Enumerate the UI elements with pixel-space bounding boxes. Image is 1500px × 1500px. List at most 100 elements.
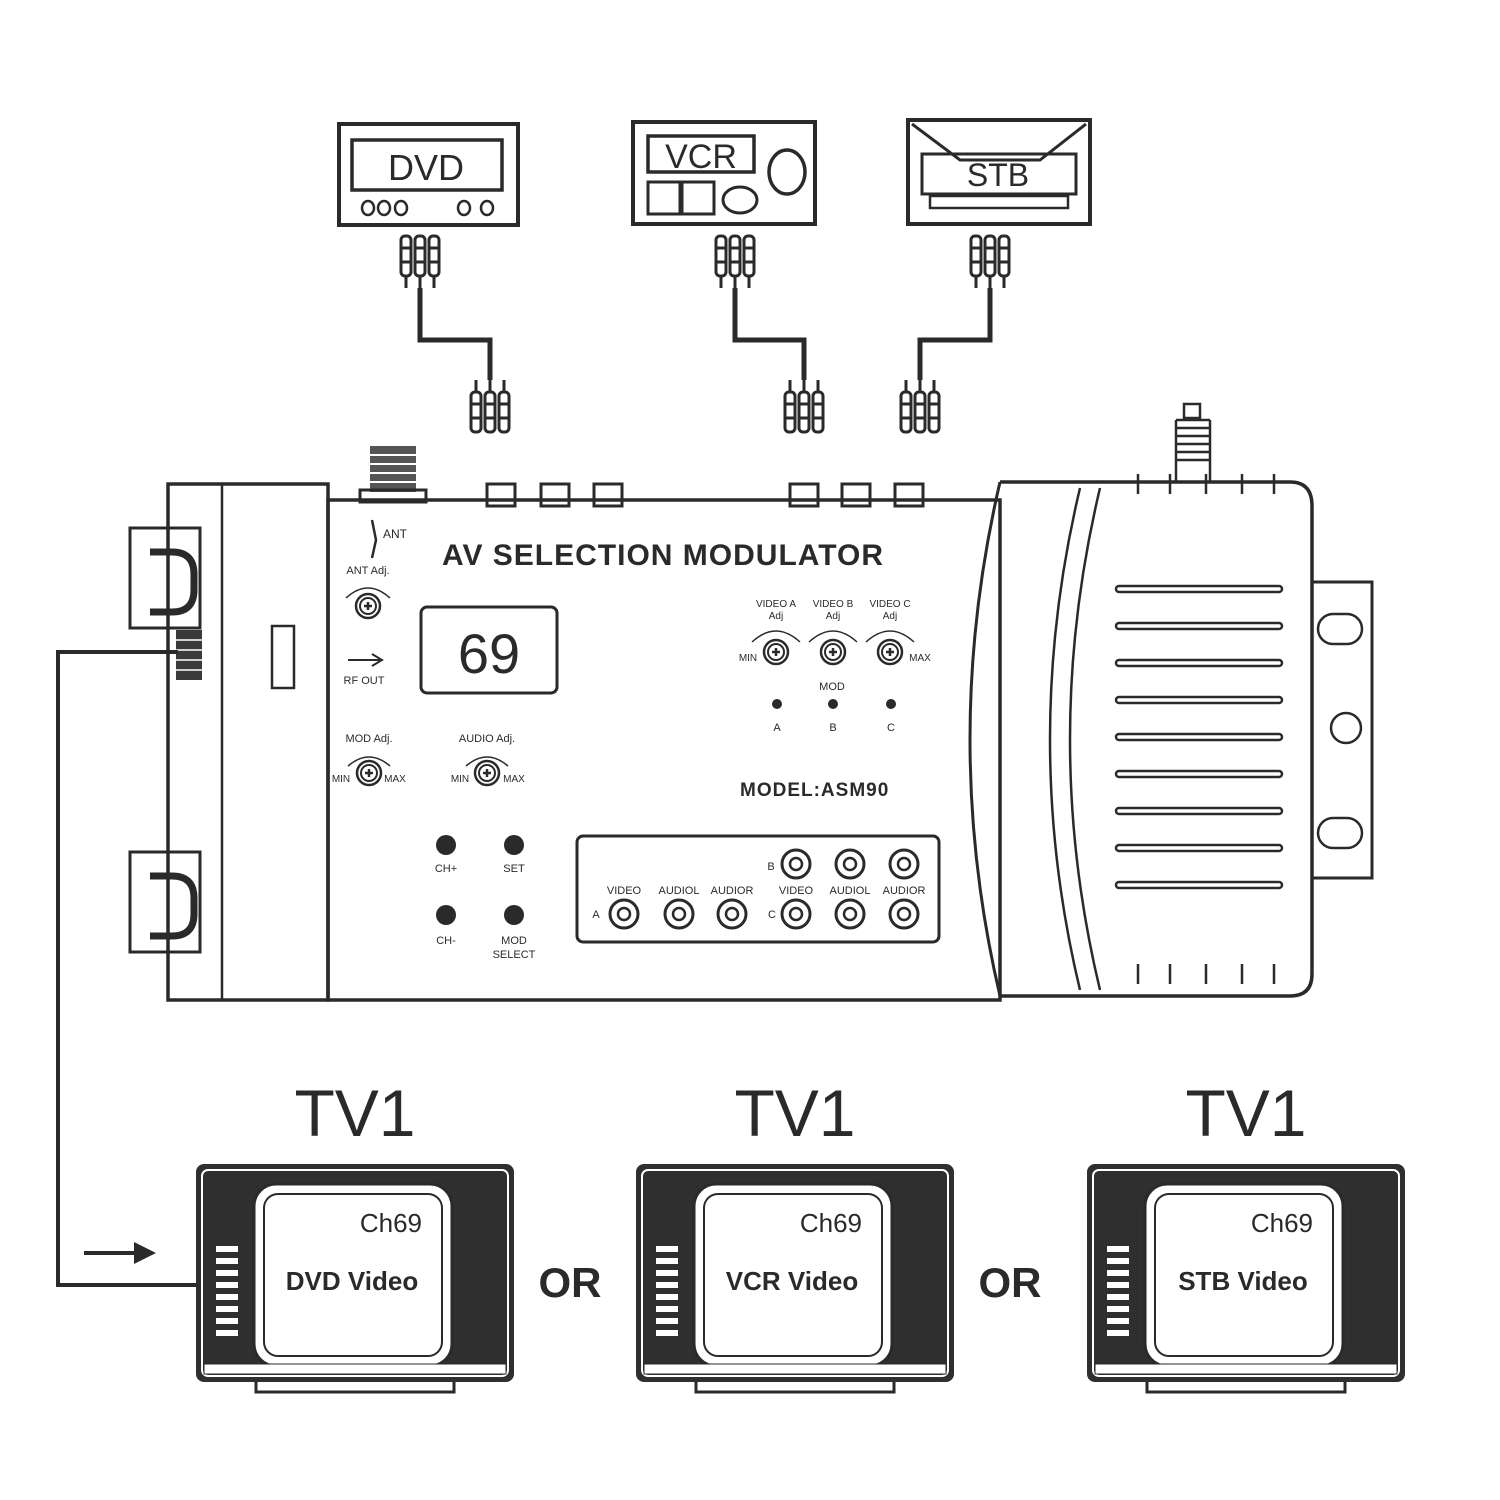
video-b-adj-knob[interactable]: [819, 638, 847, 666]
rf-out-label: RF OUT: [344, 675, 385, 687]
mod-select-button[interactable]: [504, 905, 524, 925]
mod-select-label-2: SELECT: [493, 949, 536, 961]
ant-label: ANT: [383, 527, 408, 541]
or-label-1: OR: [539, 1259, 602, 1306]
jack-row-b-label: B: [767, 861, 774, 873]
video-c-adj-label-2: Adj: [883, 611, 897, 622]
ch-minus-button[interactable]: [436, 905, 456, 925]
modulator-unit: ANT AV SELECTION MODULATOR MODEL:ASM90 A…: [128, 402, 1374, 1002]
av-input-panel: [575, 834, 941, 944]
mod-adj-knob[interactable]: [355, 759, 383, 787]
tv-channel: Ch69: [800, 1208, 862, 1238]
stb-device: STB: [906, 118, 1092, 226]
rca-jack[interactable]: [780, 848, 812, 880]
video-a-adj-label-1: VIDEO A: [756, 599, 796, 610]
rca-plug: [899, 390, 913, 434]
led-b: [828, 699, 838, 709]
rca-plug: [983, 234, 997, 278]
rca-plug: [969, 234, 983, 278]
tv-set-icon: [1087, 1164, 1405, 1394]
tv-content: STB Video: [1178, 1266, 1308, 1296]
mod-select-label-1: MOD: [501, 935, 527, 947]
video-b-adj-label-1: VIDEO B: [813, 599, 854, 610]
tv-set-icon: [636, 1164, 954, 1394]
vcr-knob-icon: [767, 148, 807, 196]
rca-jack[interactable]: [663, 898, 695, 930]
rca-plug: [728, 234, 742, 278]
audio-adj-label: AUDIO Adj.: [459, 733, 515, 745]
rca-plug: [497, 390, 511, 434]
ch-plus-label: CH+: [435, 863, 457, 875]
rca-plug: [997, 234, 1011, 278]
video-adj-min: MIN: [739, 653, 757, 664]
jack-audior-bc-label: AUDIOR: [883, 885, 926, 897]
rca-jack[interactable]: [608, 898, 640, 930]
cable-line: [732, 288, 807, 380]
rca-plug: [811, 390, 825, 434]
tv-set-icon: [196, 1164, 514, 1394]
audio-adj-max: MAX: [503, 774, 525, 785]
led-a-label: A: [773, 722, 781, 734]
video-a-adj-knob[interactable]: [762, 638, 790, 666]
tv-content: DVD Video: [286, 1266, 418, 1296]
video-c-adj-label-1: VIDEO C: [869, 599, 910, 610]
ant-adj-label: ANT Adj.: [346, 565, 389, 577]
mod-adj-label: MOD Adj.: [345, 733, 392, 745]
led-c: [886, 699, 896, 709]
cable-line: [917, 288, 993, 380]
vent-slots: [1114, 584, 1284, 890]
channel-display: [419, 605, 559, 695]
rca-jack[interactable]: [716, 898, 748, 930]
dvd-player: DVD: [337, 122, 520, 227]
model-label: MODEL:ASM90: [740, 780, 889, 801]
rca-jack[interactable]: [834, 898, 866, 930]
jack-audior-a-label: AUDIOR: [711, 885, 754, 897]
rca-plug: [783, 390, 797, 434]
tv-title: TV1: [294, 1076, 415, 1150]
top-sockets: [485, 482, 925, 508]
rf-output-cable: [56, 650, 196, 1287]
jack-video-a-label: VIDEO: [607, 885, 642, 897]
cable-line: [417, 288, 493, 380]
video-c-adj-knob[interactable]: [876, 638, 904, 666]
rca-plug: [483, 390, 497, 434]
rca-plug: [714, 234, 728, 278]
mod-led-label: MOD: [819, 681, 845, 693]
video-a-adj-label-2: Adj: [769, 611, 783, 622]
antenna-connector: [358, 446, 428, 504]
rca-jack[interactable]: [834, 848, 866, 880]
set-button[interactable]: [504, 835, 524, 855]
ch-minus-label: CH-: [436, 935, 456, 947]
channel-display-value: 69: [458, 622, 520, 685]
jack-audiol-a-label: AUDIOL: [659, 885, 700, 897]
led-b-label: B: [829, 722, 836, 734]
rca-jack[interactable]: [888, 848, 920, 880]
modulator-title: AV SELECTION MODULATOR: [442, 539, 884, 572]
rca-plug: [742, 234, 756, 278]
rca-jack[interactable]: [888, 898, 920, 930]
video-adj-max: MAX: [909, 653, 931, 664]
rca-plug: [399, 234, 413, 278]
rf-out-connector: [176, 630, 202, 680]
tv-channel: Ch69: [360, 1208, 422, 1238]
rca-plug: [927, 390, 941, 434]
ant-adj-knob[interactable]: [354, 592, 382, 620]
jack-audiol-bc-label: AUDIOL: [830, 885, 871, 897]
led-a: [772, 699, 782, 709]
led-c-label: C: [887, 722, 895, 734]
stb-label: STB: [967, 157, 1029, 193]
video-b-adj-label-2: Adj: [826, 611, 840, 622]
rca-plug: [469, 390, 483, 434]
tv-title: TV1: [1185, 1076, 1306, 1150]
mod-adj-min: MIN: [332, 774, 350, 785]
rca-plug: [913, 390, 927, 434]
rca-jack[interactable]: [780, 898, 812, 930]
jack-row-a-label: A: [592, 909, 600, 921]
audio-adj-knob[interactable]: [473, 759, 501, 787]
rca-plug: [427, 234, 441, 278]
ch-plus-button[interactable]: [436, 835, 456, 855]
tv-stb: TV1 Ch69 STB Video: [1087, 1076, 1405, 1394]
rca-plug: [413, 234, 427, 278]
tv-vcr: TV1 Ch69 VCR Video: [636, 1076, 954, 1394]
tv-title: TV1: [734, 1076, 855, 1150]
